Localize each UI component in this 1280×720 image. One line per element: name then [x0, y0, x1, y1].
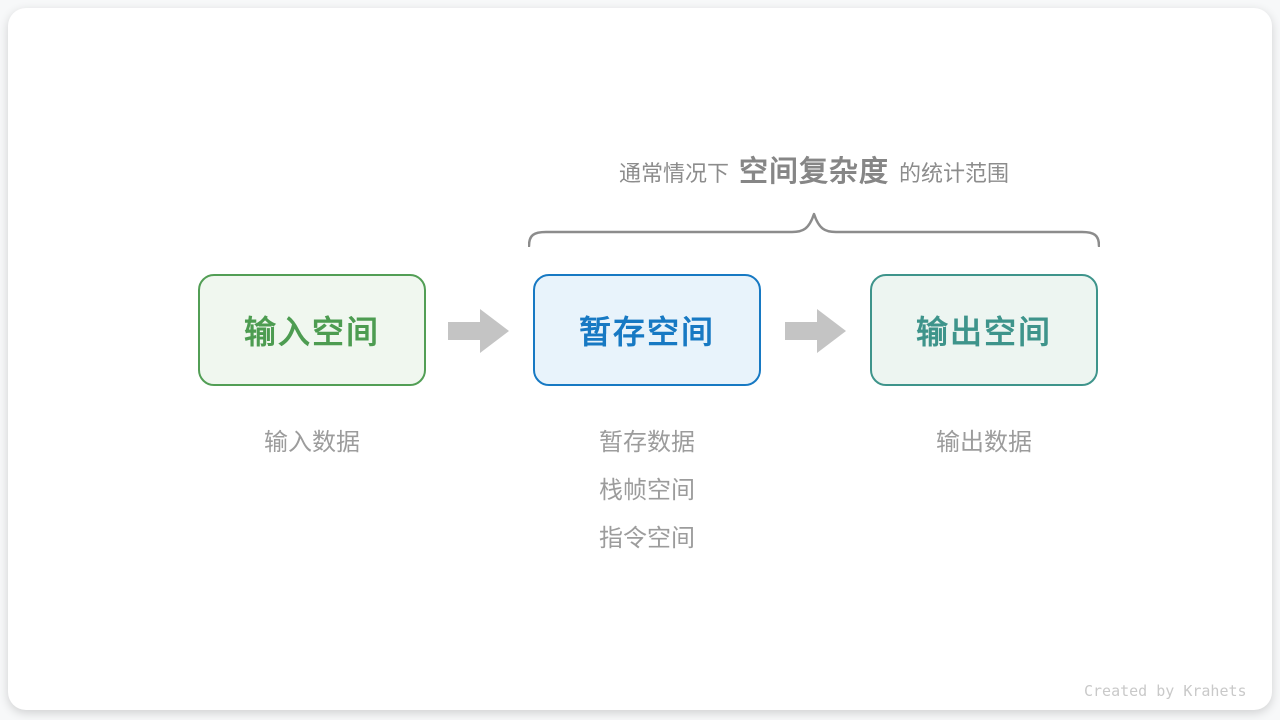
box-output-space: 输出空间 [870, 274, 1098, 386]
box-input-space-label: 输入空间 [243, 314, 380, 350]
annotation-input-data: 输入数据 [264, 429, 360, 456]
arrow-right-icon [785, 309, 846, 353]
box-temp-space: 暂存空间 [533, 274, 761, 386]
brace-icon [528, 212, 1100, 247]
annotations-input: 输入数据 [198, 428, 426, 476]
diagram-card: 通常情况下 空间复杂度 的统计范围 输入空间 暂存空间 输出空间 输入数据 暂存… [8, 8, 1272, 710]
credit-text: Created by Krahets [1084, 682, 1247, 700]
annotation-output-data: 输出数据 [936, 429, 1032, 456]
caption-prefix: 通常情况下 [618, 161, 729, 186]
annotation-instruction-space: 指令空间 [599, 525, 695, 552]
box-input-space: 输入空间 [198, 274, 426, 386]
annotations-temp: 暂存数据 栈帧空间 指令空间 [533, 428, 761, 572]
box-output-space-label: 输出空间 [915, 314, 1052, 350]
arrow-right-icon [448, 309, 509, 353]
box-temp-space-label: 暂存空间 [578, 314, 715, 350]
annotation-temp-data: 暂存数据 [599, 429, 695, 456]
caption-highlight: 空间复杂度 [738, 156, 889, 188]
caption: 通常情况下 空间复杂度 的统计范围 [528, 148, 1100, 192]
annotations-output: 输出数据 [870, 428, 1098, 476]
annotation-stack-frame-space: 栈帧空间 [599, 477, 695, 504]
caption-suffix: 的统计范围 [899, 161, 1010, 186]
